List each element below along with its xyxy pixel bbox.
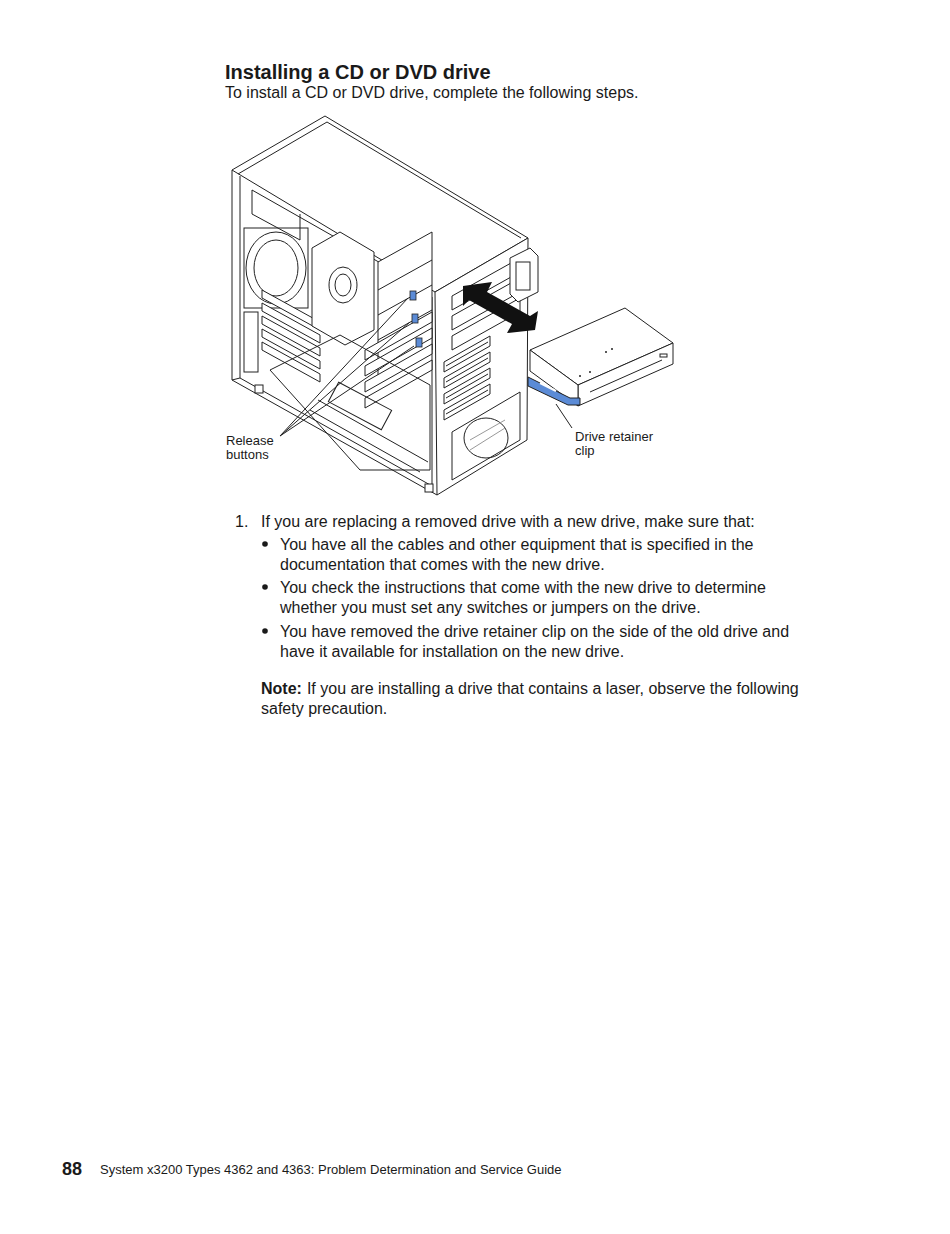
note-paragraph: Note:If you are installing a drive that … — [261, 679, 821, 718]
bullet-text: You check the instructions that come wit… — [280, 578, 820, 617]
bullet-text: You have removed the drive retainer clip… — [280, 622, 820, 661]
page-heading: Installing a CD or DVD drive — [225, 60, 825, 84]
step-text: If you are replacing a removed drive wit… — [261, 512, 821, 532]
note-label: Note: — [261, 680, 302, 697]
callout-label: Release buttons — [226, 434, 282, 462]
bullet-dots — [262, 541, 268, 634]
footer-text: System x3200 Types 4362 and 4363: Proble… — [100, 1162, 700, 1178]
step-number: 1. — [235, 512, 257, 532]
intro-text: To install a CD or DVD drive, complete t… — [225, 83, 845, 103]
note-text: If you are installing a drive that conta… — [261, 680, 799, 717]
callout-label: Drive retainer clip — [575, 430, 665, 458]
page-number: 88 — [62, 1159, 92, 1179]
bullet-text: You have all the cables and other equipm… — [280, 535, 820, 574]
